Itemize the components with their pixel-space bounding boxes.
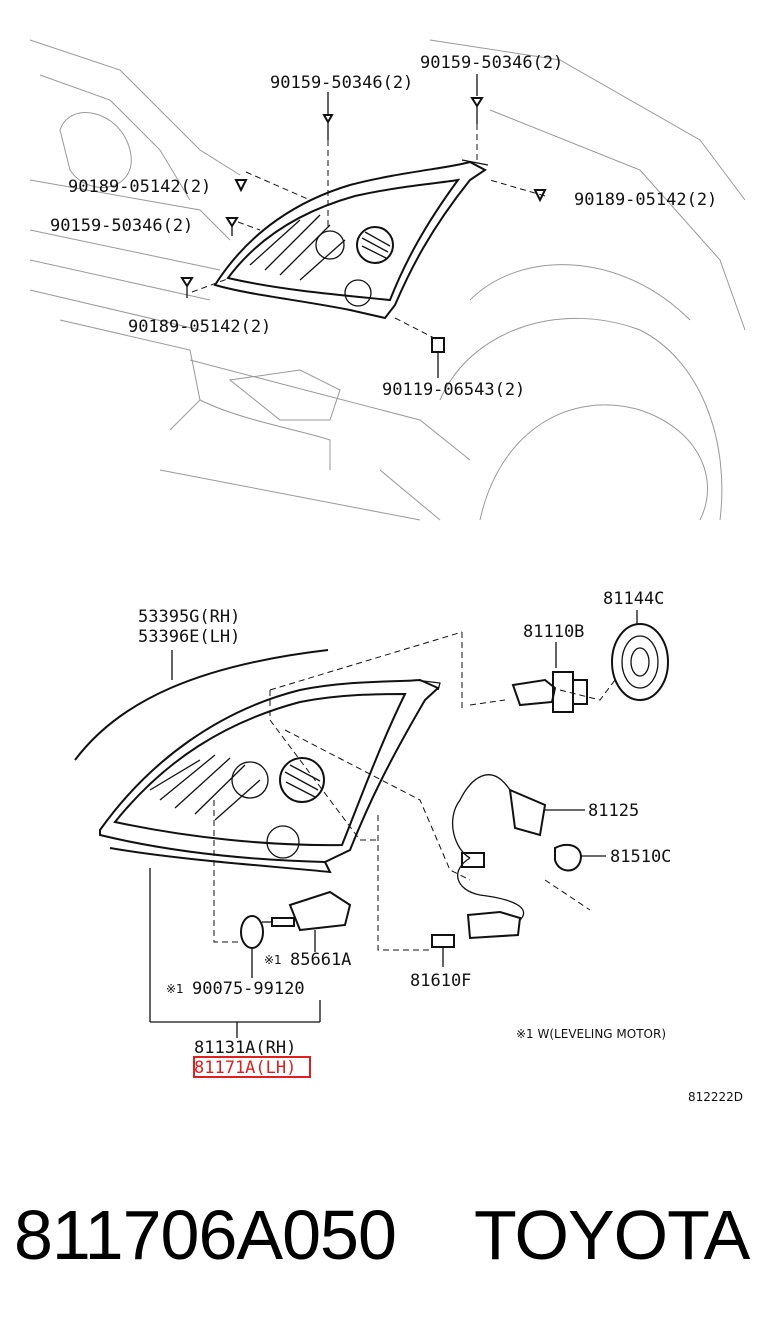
label-diagram-code: 812222D xyxy=(688,1090,743,1104)
leveling-motor-icon xyxy=(262,890,352,932)
brand-name: TOYOTA xyxy=(474,1196,750,1274)
label-clip-bottom[interactable]: 90119-06543(2) xyxy=(382,380,525,400)
bulb-side-icon xyxy=(554,843,582,872)
oring-icon xyxy=(240,915,264,949)
label-screw-right[interactable]: 90189-05142(2) xyxy=(574,190,717,210)
label-leveling-motor[interactable]: 85661A xyxy=(290,950,351,970)
socket-cover-icon xyxy=(611,623,669,701)
leader-lines-upper xyxy=(191,74,546,378)
label-screw-left-lower[interactable]: 90189-05142(2) xyxy=(128,317,271,337)
label-assy-lh[interactable]: 81171A(LH) xyxy=(194,1058,296,1078)
exploded-guides xyxy=(213,631,616,951)
label-bolt-left[interactable]: 90159-50346(2) xyxy=(50,216,193,236)
footer: 811706A050 TOYOTA xyxy=(0,1185,760,1285)
garnish-strip-icon xyxy=(74,649,329,761)
label-bulb-small[interactable]: 81610F xyxy=(410,971,471,991)
label-socket-cover[interactable]: 81144C xyxy=(603,589,664,609)
socket-wire-icon xyxy=(451,774,547,940)
label-bolt-top-right[interactable]: 90159-50346(2) xyxy=(420,53,563,73)
bulb-main-icon xyxy=(511,671,588,713)
label-garnish-rh[interactable]: 53395G(RH) xyxy=(138,607,240,627)
assembly-bracket xyxy=(149,868,321,1038)
parts-diagram: 90159-50346(2) 90159-50346(2) 90189-0514… xyxy=(29,39,746,1104)
label-bulb-side[interactable]: 81510C xyxy=(610,847,671,867)
label-assy-rh[interactable]: 81131A(RH) xyxy=(194,1038,296,1058)
headlamp-lower xyxy=(99,678,441,874)
label-leveling-motor-mark: ※1 xyxy=(264,953,282,967)
bulb-small-icon xyxy=(431,934,455,948)
label-socket-wire[interactable]: 81125 xyxy=(588,801,639,821)
highlight-box xyxy=(193,1056,311,1078)
label-oring[interactable]: 90075-99120 xyxy=(192,979,305,999)
headlamp-upper xyxy=(213,159,489,320)
label-bolt-top-center[interactable]: 90159-50346(2) xyxy=(270,73,413,93)
label-note: ※1 W(LEVELING MOTOR) xyxy=(516,1027,666,1041)
label-garnish-lh[interactable]: 53396E(LH) xyxy=(138,627,240,647)
label-bulb-main[interactable]: 81110B xyxy=(523,622,584,642)
label-oring-mark: ※1 xyxy=(166,982,184,996)
part-number: 811706A050 xyxy=(14,1196,397,1274)
label-screw-left-upper[interactable]: 90189-05142(2) xyxy=(68,177,211,197)
vehicle-outline xyxy=(29,39,746,521)
